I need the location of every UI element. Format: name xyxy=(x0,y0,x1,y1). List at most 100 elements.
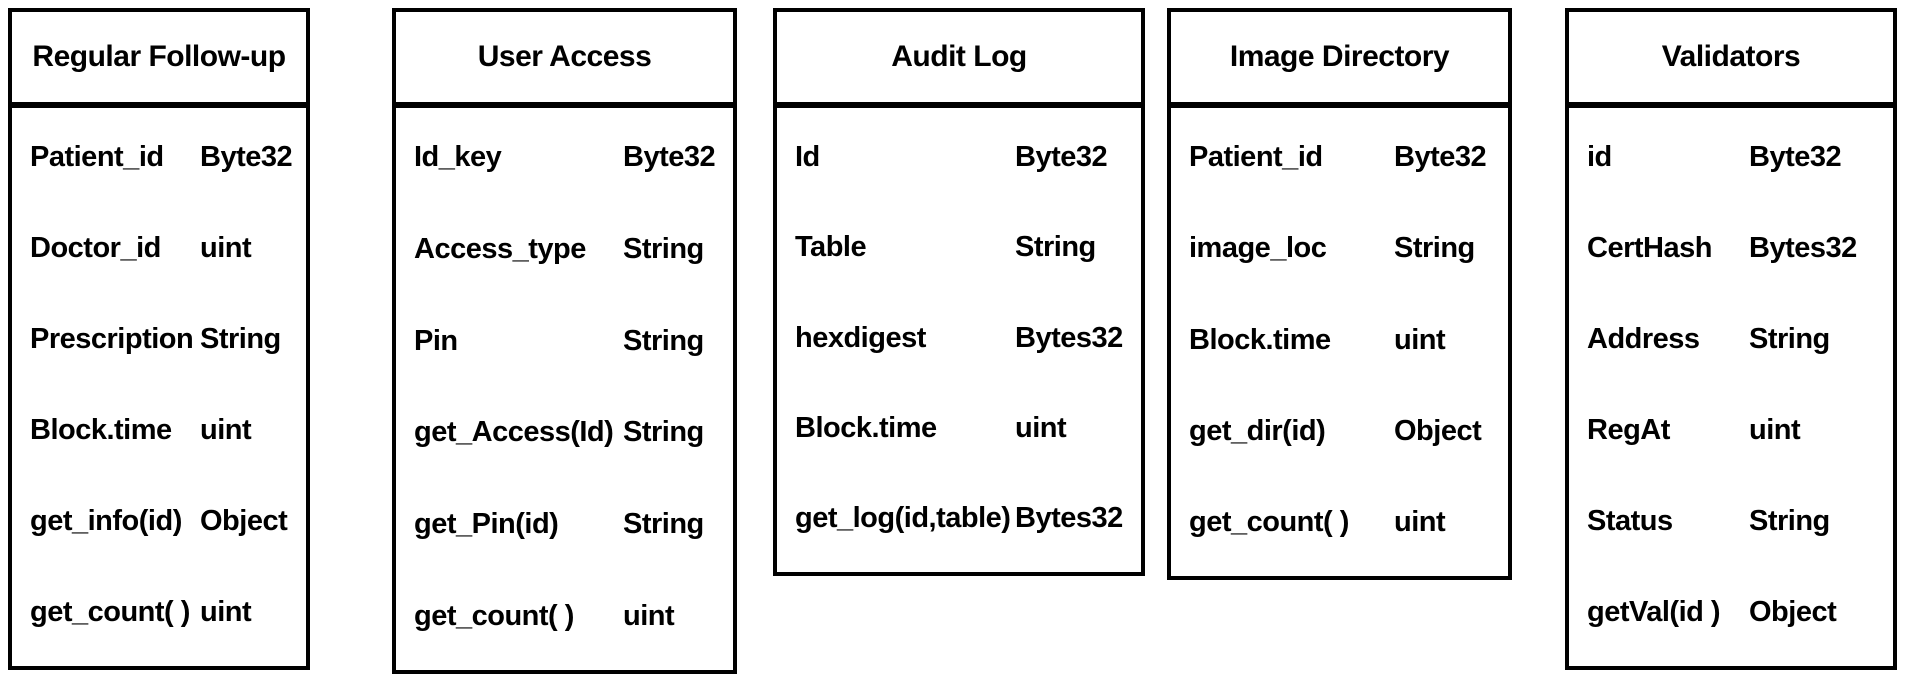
attribute-row: image_loc String xyxy=(1171,203,1508,294)
attribute-row: Block.time uint xyxy=(12,385,306,476)
attribute-name: Prescription xyxy=(30,323,194,355)
attribute-list: Patient_id Byte32 image_loc String Block… xyxy=(1171,108,1508,576)
attribute-name: Id_key xyxy=(414,141,502,174)
attribute-type: Byte32 xyxy=(1394,141,1487,174)
attribute-name: get_count( ) xyxy=(414,599,574,632)
class-box: User Access Id_key Byte32 Access_type St… xyxy=(392,8,737,674)
attribute-row: Table String xyxy=(777,202,1141,292)
attribute-row: get_info(id) Object xyxy=(12,476,306,567)
attribute-name: Status xyxy=(1587,505,1673,537)
attribute-list: Id Byte32 Table String hexdigest Bytes32… xyxy=(777,108,1141,572)
attribute-type: Object xyxy=(1394,414,1482,447)
attribute-row: Status String xyxy=(1569,476,1893,567)
attribute-type: String xyxy=(200,323,281,355)
class-title: Audit Log xyxy=(777,12,1141,108)
attribute-type: uint xyxy=(1749,414,1801,446)
attribute-name: Table xyxy=(795,231,867,264)
attribute-type: Byte32 xyxy=(623,141,716,174)
attribute-name: Block.time xyxy=(795,411,937,444)
attribute-row: get_dir(id) Object xyxy=(1171,386,1508,477)
attribute-type: uint xyxy=(1015,411,1067,444)
attribute-row: get_Pin(id) String xyxy=(396,479,733,571)
attribute-row: id Byte32 xyxy=(1569,112,1893,203)
attribute-type: String xyxy=(1749,323,1830,355)
attribute-name: get_Access(Id) xyxy=(414,416,614,449)
attribute-name: Address xyxy=(1587,323,1700,355)
class-box: Validators id Byte32 CertHash Bytes32 Ad… xyxy=(1565,8,1897,670)
attribute-type: uint xyxy=(200,232,252,264)
attribute-type: Byte32 xyxy=(1749,141,1842,173)
attribute-type: String xyxy=(1394,232,1475,265)
attribute-name: getVal(id ) xyxy=(1587,596,1721,628)
attribute-row: Id_key Byte32 xyxy=(396,112,733,204)
attribute-name: Doctor_id xyxy=(30,232,161,264)
attribute-row: RegAt uint xyxy=(1569,385,1893,476)
attribute-row: CertHash Bytes32 xyxy=(1569,203,1893,294)
attribute-row: Access_type String xyxy=(396,204,733,296)
attribute-type: uint xyxy=(623,599,675,632)
attribute-type: Object xyxy=(1749,596,1837,628)
attribute-name: Pin xyxy=(414,324,458,357)
attribute-type: String xyxy=(623,508,704,541)
attribute-type: String xyxy=(623,233,704,265)
attribute-list: Id_key Byte32 Access_type String Pin Str… xyxy=(396,108,733,670)
attribute-name: Id xyxy=(795,140,820,173)
attribute-name: get_Pin(id) xyxy=(414,508,559,541)
class-title: Regular Follow-up xyxy=(12,12,306,108)
attribute-row: Block.time uint xyxy=(1171,294,1508,385)
attribute-name: get_count( ) xyxy=(1189,505,1349,538)
attribute-name: CertHash xyxy=(1587,232,1712,264)
attribute-type: uint xyxy=(200,596,252,628)
attribute-type: uint xyxy=(1394,323,1446,356)
attribute-type: uint xyxy=(1394,505,1446,538)
attribute-row: Prescription String xyxy=(12,294,306,385)
attribute-name: Block.time xyxy=(1189,323,1331,356)
attribute-row: get_Access(Id) String xyxy=(396,387,733,479)
attribute-name: id xyxy=(1587,141,1612,173)
class-title: Validators xyxy=(1569,12,1893,108)
attribute-type: String xyxy=(1015,231,1096,264)
attribute-name: get_count( ) xyxy=(30,596,190,628)
attribute-name: hexdigest xyxy=(795,321,926,354)
attribute-type: Byte32 xyxy=(200,141,293,173)
class-title: Image Directory xyxy=(1171,12,1508,108)
attribute-name: image_loc xyxy=(1189,232,1327,265)
attribute-name: RegAt xyxy=(1587,414,1670,446)
attribute-type: String xyxy=(623,416,704,449)
class-box: Audit Log Id Byte32 Table String hexdige… xyxy=(773,8,1145,576)
attribute-row: Id Byte32 xyxy=(777,112,1141,202)
attribute-row: hexdigest Bytes32 xyxy=(777,293,1141,383)
attribute-type: Bytes32 xyxy=(1015,502,1123,535)
attribute-list: id Byte32 CertHash Bytes32 Address Strin… xyxy=(1569,108,1893,666)
attribute-name: Access_type xyxy=(414,233,586,265)
attribute-name: get_log(id,table) xyxy=(795,502,1011,535)
attribute-row: Patient_id Byte32 xyxy=(12,112,306,203)
class-box: Regular Follow-up Patient_id Byte32 Doct… xyxy=(8,8,310,670)
attribute-name: Patient_id xyxy=(1189,141,1323,174)
attribute-type: String xyxy=(623,324,704,357)
class-box: Image Directory Patient_id Byte32 image_… xyxy=(1167,8,1512,580)
attribute-row: getVal(id ) Object xyxy=(1569,567,1893,658)
attribute-type: Bytes32 xyxy=(1749,232,1857,264)
attribute-name: get_dir(id) xyxy=(1189,414,1326,447)
attribute-type: Object xyxy=(200,505,288,537)
attribute-row: Address String xyxy=(1569,294,1893,385)
attribute-type: Byte32 xyxy=(1015,140,1108,173)
attribute-row: Block.time uint xyxy=(777,383,1141,473)
attribute-row: Patient_id Byte32 xyxy=(1171,112,1508,203)
attribute-type: String xyxy=(1749,505,1830,537)
attribute-row: Doctor_id uint xyxy=(12,203,306,294)
attribute-type: Bytes32 xyxy=(1015,321,1123,354)
attribute-name: get_info(id) xyxy=(30,505,182,537)
attribute-name: Block.time xyxy=(30,414,172,446)
attribute-name: Patient_id xyxy=(30,141,164,173)
attribute-row: get_log(id,table) Bytes32 xyxy=(777,474,1141,564)
attribute-type: uint xyxy=(200,414,252,446)
class-title: User Access xyxy=(396,12,733,108)
attribute-row: get_count( ) uint xyxy=(396,570,733,662)
attribute-list: Patient_id Byte32 Doctor_id uint Prescri… xyxy=(12,108,306,666)
attribute-row: Pin String xyxy=(396,295,733,387)
attribute-row: get_count( ) uint xyxy=(12,567,306,658)
